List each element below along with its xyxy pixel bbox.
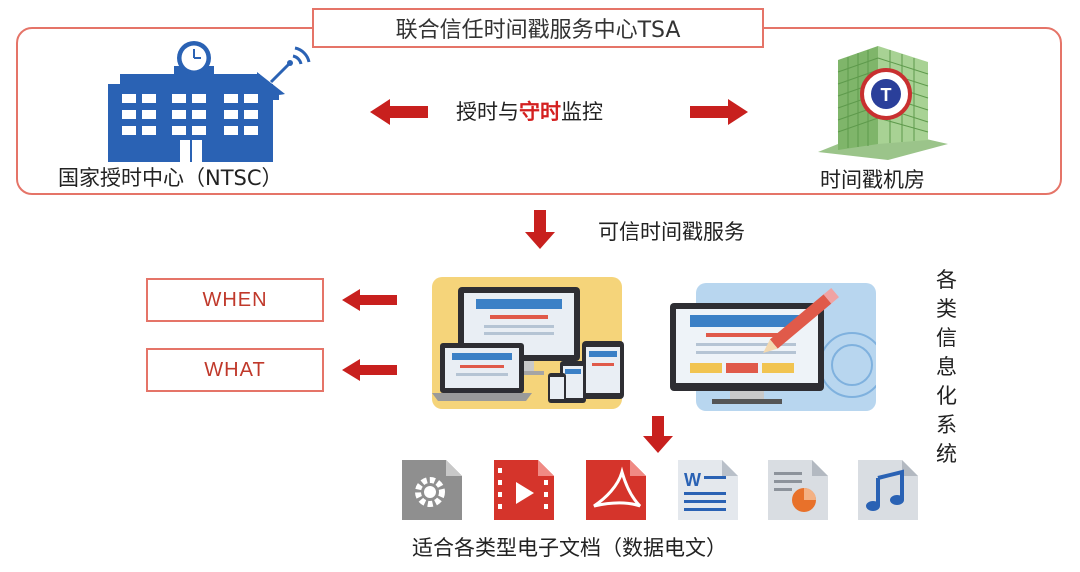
svg-text:W: W — [684, 470, 701, 490]
files-down-arrow-icon — [642, 416, 674, 454]
server-building-icon: T — [808, 40, 958, 160]
devices-icon — [432, 277, 646, 409]
presentation-file-icon — [764, 458, 830, 522]
when-box: WHEN — [146, 278, 324, 322]
service-label: 可信时间戳服务 — [598, 220, 745, 244]
monitor-label-highlight: 守时 — [519, 100, 561, 124]
ntsc-label: 国家授时中心（NTSC） — [58, 166, 283, 190]
vertical-char: 化 — [936, 384, 957, 408]
down-arrow-icon — [524, 210, 556, 250]
what-arrow-icon — [342, 358, 398, 382]
word-file-icon: W — [674, 458, 740, 522]
vertical-char: 类 — [936, 297, 957, 321]
monitor-label-part1: 授时与 — [456, 100, 519, 124]
right-arrow-icon — [688, 98, 748, 126]
video-file-icon — [490, 458, 556, 522]
settings-file-icon — [398, 458, 464, 522]
what-box: WHAT — [146, 348, 324, 392]
vertical-char: 系 — [936, 413, 957, 437]
vertical-char: 信 — [936, 326, 957, 350]
vertical-label: 各 类 信 息 化 系 统 — [936, 266, 957, 469]
room-label: 时间戳机房 — [820, 168, 925, 192]
monitor-label: 授时与守时监控 — [456, 96, 603, 126]
bottom-label: 适合各类型电子文档（数据电文） — [412, 536, 727, 560]
pdf-file-icon — [582, 458, 648, 522]
vertical-char: 息 — [936, 355, 957, 379]
monitor-label-part2: 监控 — [561, 100, 603, 124]
audio-file-icon — [854, 458, 920, 522]
when-arrow-icon — [342, 288, 398, 312]
svg-text:T: T — [881, 85, 892, 105]
vertical-char: 统 — [936, 442, 957, 466]
satellite-dish-icon — [245, 42, 315, 102]
clock-tower-building-icon — [100, 40, 310, 162]
monitor-pencil-icon — [656, 277, 876, 411]
left-arrow-icon — [370, 98, 430, 126]
tsa-title: 联合信任时间戳服务中心TSA — [312, 8, 764, 48]
vertical-char: 各 — [936, 268, 957, 292]
